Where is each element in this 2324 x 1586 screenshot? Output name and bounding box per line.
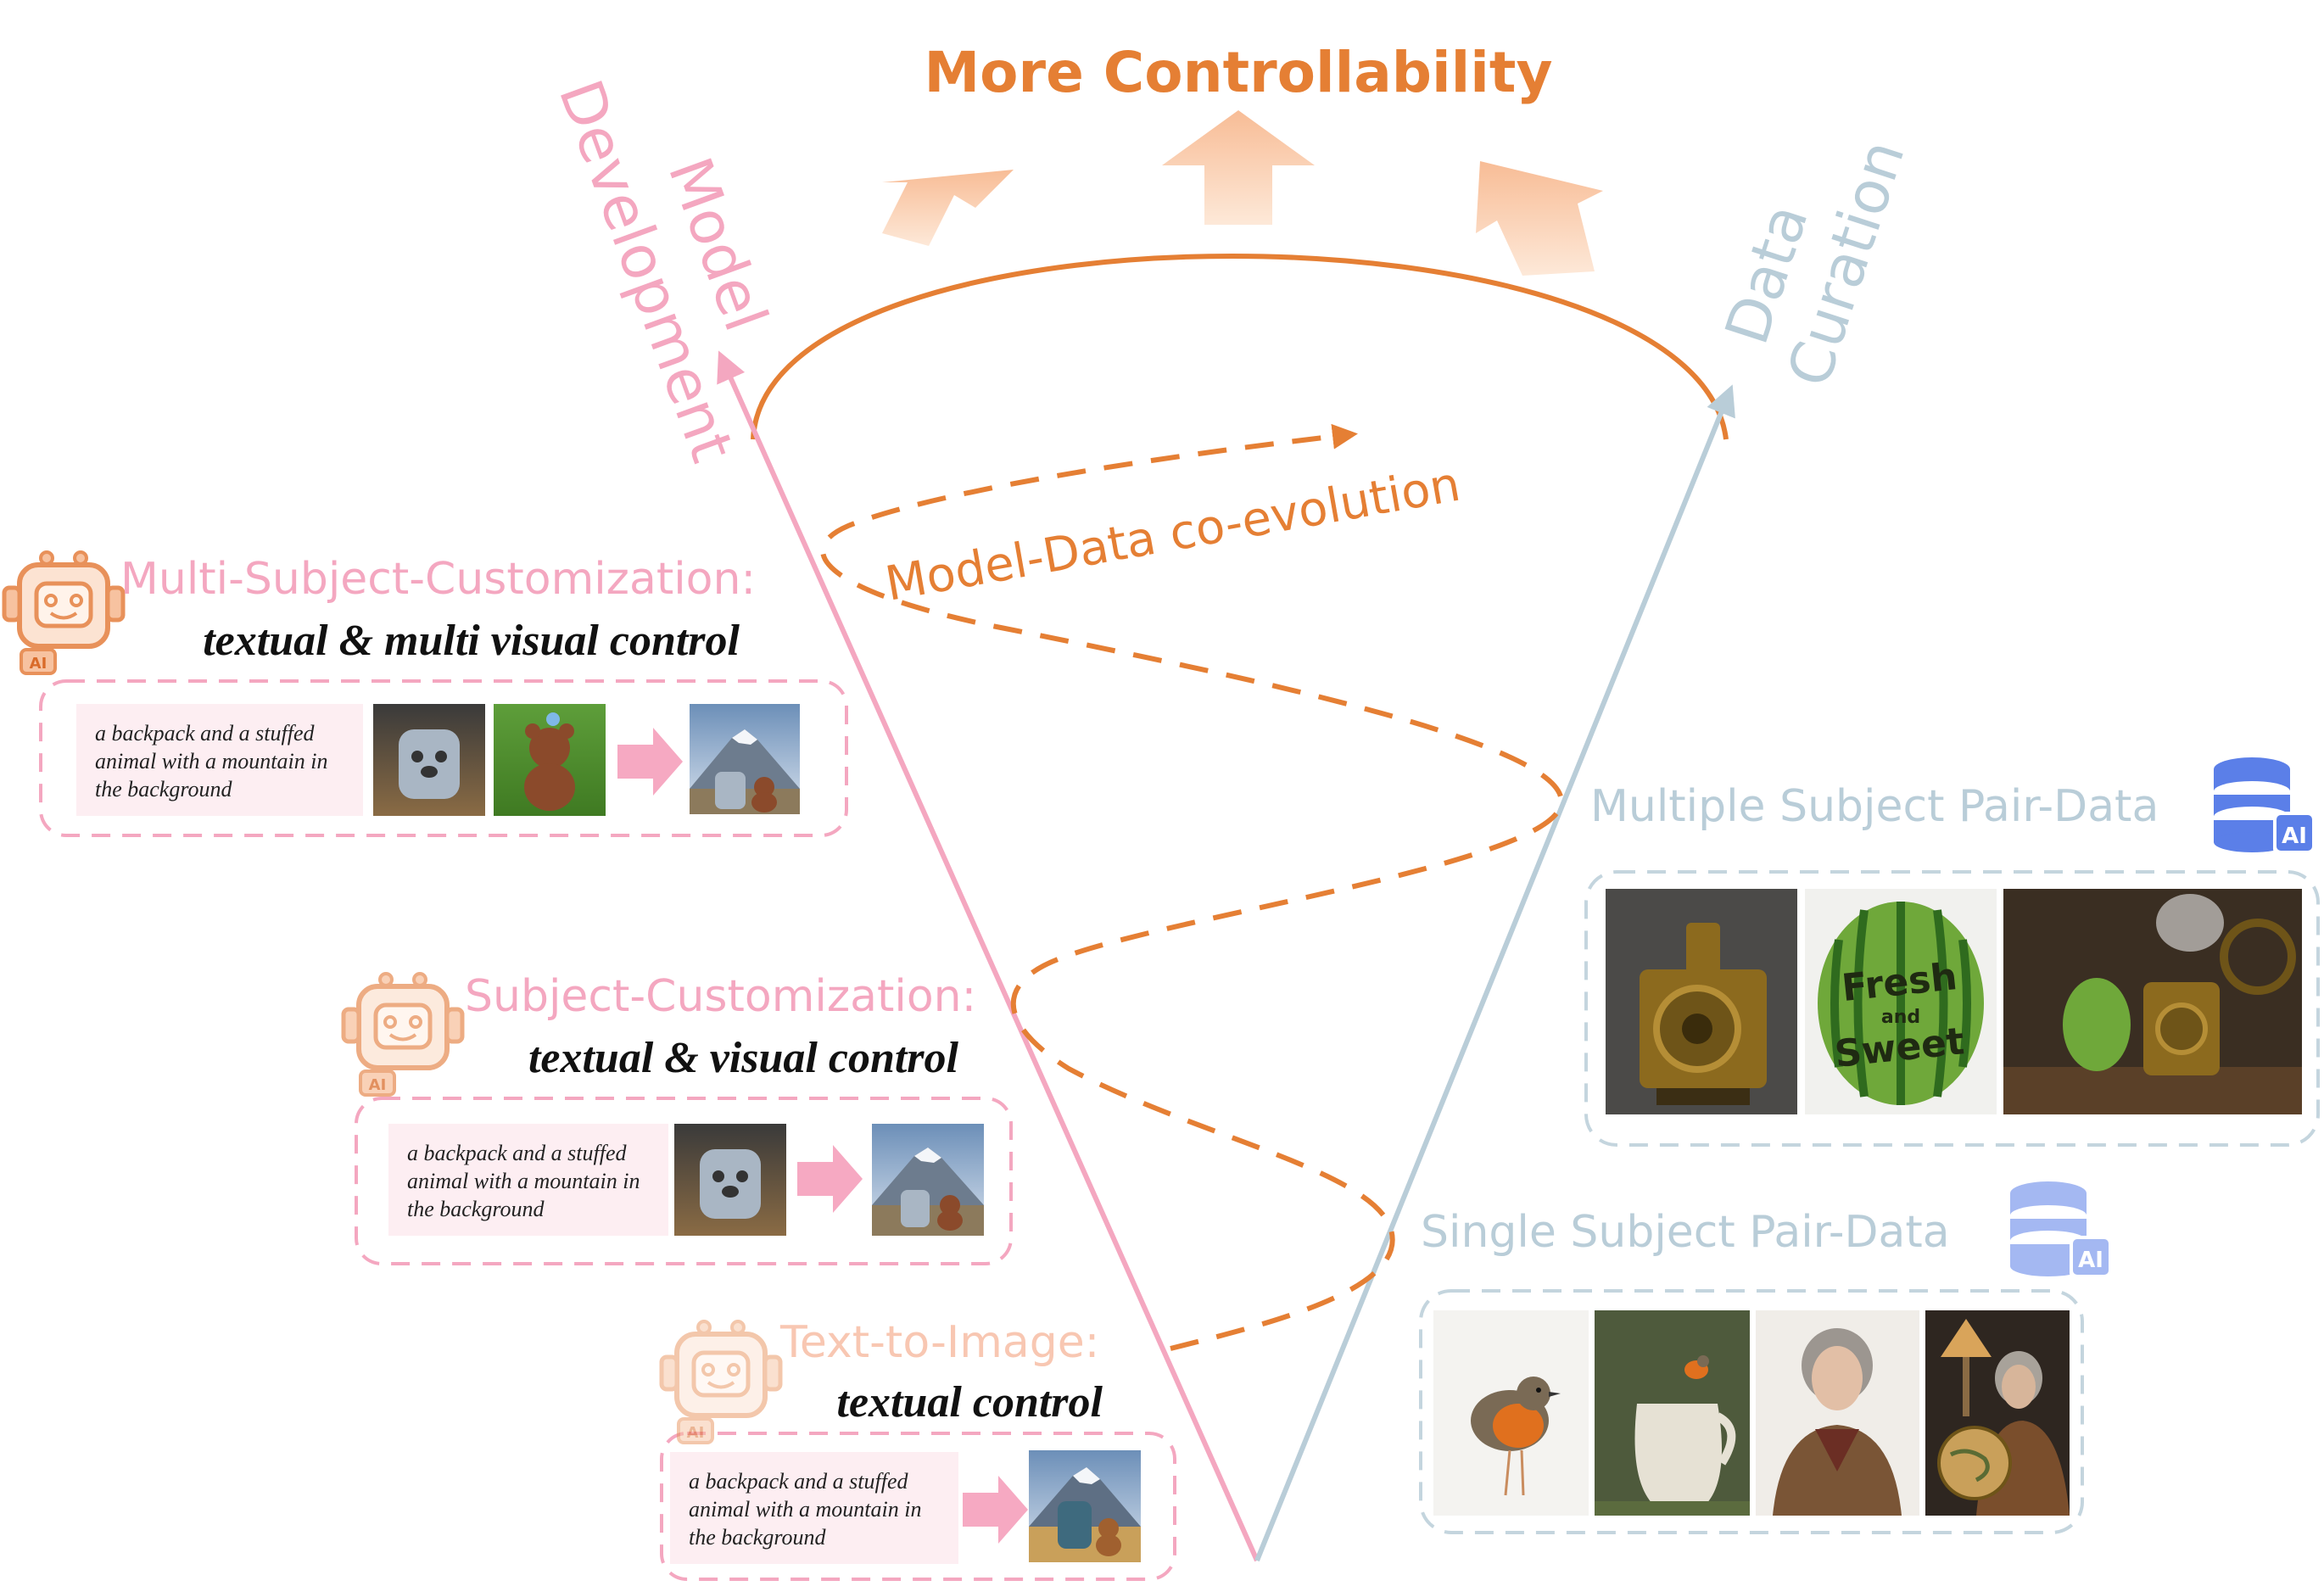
single-pair-data-box: [1419, 1289, 2084, 1534]
page-title: More Controllability: [925, 40, 1553, 105]
result-arrow-3: [963, 1476, 1028, 1544]
photo-robin: [1433, 1310, 1589, 1516]
robot-icon-subject: AI: [341, 972, 465, 1097]
prompt-multi: a backpack and a stuffed animal with a m…: [76, 704, 363, 816]
result-arrow-2: [797, 1145, 863, 1213]
photo-pitcher-robin: [1595, 1310, 1750, 1516]
stage-title-multi: Multi-Subject-Customization:: [120, 554, 756, 605]
stage-control-subject: textual & visual control: [528, 1034, 959, 1082]
co-evolution-spiral: [820, 423, 1564, 1351]
database-icon-multi: AI: [2214, 757, 2316, 854]
photo-result-t2i: [1029, 1450, 1141, 1562]
model-development-axis: [717, 350, 1260, 1562]
multi-subject-example-box: [39, 679, 848, 837]
prompt-t2i: a backpack and a stuffed animal with a m…: [670, 1452, 958, 1564]
up-arrow-left: [882, 170, 1014, 246]
photo-backpack-1: [373, 704, 485, 816]
co-evolution-label: Model-Data co-evolution: [881, 457, 1464, 612]
database-ai-badge: AI: [2078, 1248, 2103, 1273]
photo-backpack-2: [674, 1124, 786, 1236]
data-curation-axis: [1254, 384, 1735, 1562]
stage-control-t2i: textual control: [837, 1378, 1103, 1427]
photo-watermelon: Fresh and Sweet: [1805, 889, 1997, 1114]
single-pair-data-title: Single Subject Pair-Data: [1421, 1207, 1950, 1258]
robot-ai-badge: AI: [369, 1076, 387, 1094]
watermelon-text-2: and: [1881, 1007, 1920, 1028]
prompt-subject: a backpack and a stuffed animal with a m…: [388, 1124, 668, 1236]
photo-woman: [1756, 1310, 1919, 1516]
up-arrow-center: [1162, 110, 1315, 225]
photo-result-subject: [872, 1124, 984, 1236]
multi-pair-data-title: Multiple Subject Pair-Data: [1590, 781, 2159, 832]
photo-machine-with-watermelon: [2003, 889, 2302, 1114]
photo-steampunk-machine: [1606, 889, 1797, 1114]
multi-pair-data-box: [1584, 870, 2320, 1147]
controllability-arrows: [882, 110, 1603, 276]
t2i-example-box: [660, 1432, 1176, 1581]
stage-title-t2i: Text-to-Image:: [779, 1317, 1099, 1368]
data-curation-label: Data Curation: [1712, 132, 1919, 395]
robot-ai-badge: AI: [687, 1424, 705, 1442]
database-icon-single: AI: [2010, 1181, 2112, 1278]
cone-top-arc: [751, 254, 1729, 440]
stage-title-subject: Subject-Customization:: [465, 971, 976, 1022]
photo-teddy-1: [494, 704, 606, 816]
photo-woman-globe: [1925, 1310, 2070, 1516]
robot-ai-badge: AI: [30, 655, 47, 673]
result-arrow-1: [617, 728, 683, 796]
robot-icon-t2i: AI: [659, 1320, 783, 1444]
stage-control-multi: textual & multi visual control: [203, 617, 740, 665]
up-arrow-right: [1476, 161, 1603, 276]
database-ai-badge: AI: [2282, 824, 2307, 849]
robot-icon-multi: AI: [2, 550, 126, 675]
photo-result-multi: [690, 704, 800, 814]
subject-example-box: [355, 1097, 1013, 1265]
model-development-label: Model Development: [545, 71, 781, 471]
